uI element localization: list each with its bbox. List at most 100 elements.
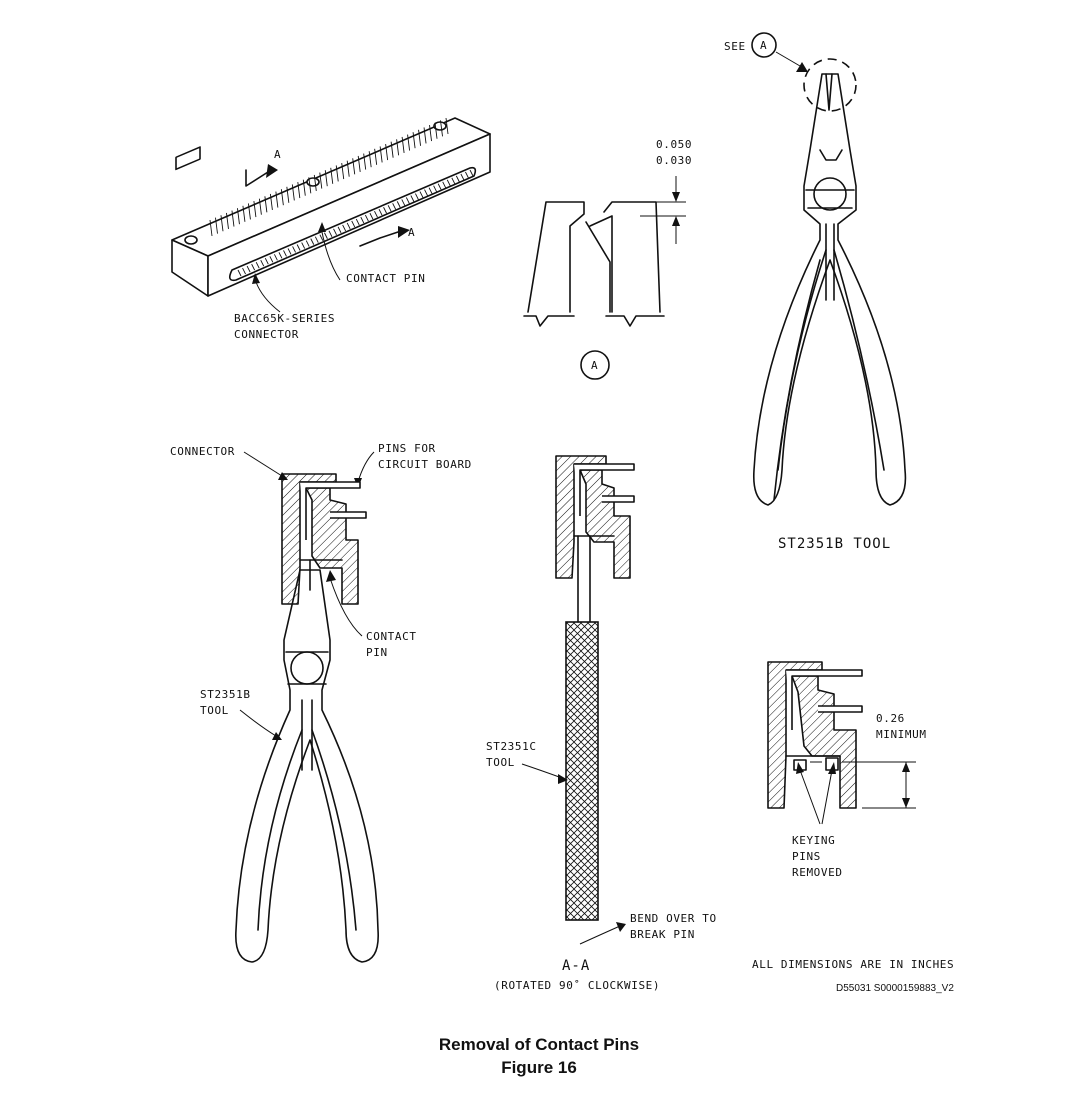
detail-a-callout-label: A — [591, 359, 598, 372]
slot-pin — [283, 250, 287, 257]
board-pin — [440, 120, 443, 137]
dimension-upper: 0.050 — [656, 138, 692, 151]
caption-figure: Figure 16 — [501, 1058, 577, 1077]
slot-pin — [305, 240, 310, 247]
board-pin — [226, 212, 229, 229]
slot-pin — [333, 228, 337, 236]
board-pin — [236, 208, 240, 225]
keying-label-line1: KEYING — [792, 834, 835, 847]
board-pin — [308, 177, 312, 194]
board-pin — [297, 181, 301, 199]
connector-isometric — [171, 117, 491, 297]
slot-pin — [237, 269, 242, 277]
dimensions-note: ALL DIMENSIONS ARE IN INCHES — [752, 958, 954, 971]
slot-pin — [392, 203, 397, 210]
connector-label: CONNECTOR — [170, 445, 235, 458]
slot-pin — [415, 193, 419, 200]
board-pin — [412, 132, 416, 149]
slot-pin — [369, 212, 374, 220]
tool-c-label-line2: TOOL — [486, 756, 515, 769]
tool-c-label-line1: ST2351C — [486, 740, 537, 753]
slot-pin — [301, 242, 306, 249]
pins-board-label-line2: CIRCUIT BOARD — [378, 458, 472, 471]
board-pin — [385, 144, 389, 161]
connector-section-left — [281, 473, 367, 605]
slot-pin — [319, 234, 324, 241]
section-title: A-A — [562, 958, 590, 974]
board-pin — [390, 141, 394, 158]
slot-pin — [396, 201, 401, 208]
pins-board-label-line1: PINS FOR — [378, 442, 436, 455]
contact-pin-left-line2: PIN — [366, 646, 388, 659]
slot-pin — [328, 230, 333, 237]
slot-pin — [314, 236, 319, 243]
detail-a-locator — [803, 58, 857, 112]
board-pin — [319, 172, 323, 189]
slot-pin — [383, 207, 387, 214]
caption-title: Removal of Contact Pins — [439, 1035, 639, 1054]
slot-pin — [264, 258, 269, 265]
board-pin — [434, 122, 438, 139]
contact-pin-label: CONTACT PIN — [346, 272, 425, 285]
slot-pin — [374, 210, 378, 218]
connector-series-label-line1: BACC65K-SERIES — [234, 312, 335, 325]
board-pin — [324, 170, 328, 187]
slot-pin — [455, 175, 460, 183]
detail-a-callout-circle — [580, 350, 610, 380]
slot-pin — [442, 181, 447, 188]
slot-pin — [351, 220, 356, 228]
section-aa-view — [555, 455, 635, 921]
slot-pin — [355, 218, 360, 226]
see-label: SEE — [724, 40, 746, 53]
board-pin — [215, 217, 218, 234]
slot-pin — [428, 187, 433, 194]
see-callout-label: A — [760, 39, 767, 52]
board-pin — [269, 193, 273, 210]
tool-top-right-label: ST2351B TOOL — [778, 536, 891, 552]
pliers-top-right — [752, 73, 907, 506]
board-pin — [374, 148, 378, 165]
bend-label-line2: BREAK PIN — [630, 928, 695, 941]
board-pin — [341, 163, 345, 180]
slot-pin — [405, 197, 410, 204]
slot-pin — [360, 216, 365, 224]
slot-pin — [246, 265, 251, 273]
board-pin — [357, 155, 361, 173]
board-pin — [363, 153, 367, 170]
board-pin — [418, 129, 422, 146]
board-pin — [379, 146, 383, 163]
slot-pin — [437, 183, 442, 190]
board-pin — [209, 219, 213, 237]
slot-pin — [364, 214, 369, 222]
board-pin — [429, 125, 432, 142]
board-pin — [302, 179, 306, 196]
slot-pin — [242, 267, 246, 275]
board-pin — [264, 196, 268, 213]
board-pin — [396, 139, 400, 156]
section-note: (ROTATED 90˚ CLOCKWISE) — [494, 979, 660, 992]
contact-pin-left-line1: CONTACT — [366, 630, 417, 643]
keying-label-line3: REMOVED — [792, 866, 843, 879]
detail-a-view — [523, 176, 686, 327]
slot-pin — [433, 185, 438, 192]
section-arrow-2 — [359, 226, 410, 247]
keying-label-line2: PINS — [792, 850, 821, 863]
slot-pin — [451, 177, 456, 185]
board-pin — [313, 174, 317, 191]
board-pin — [401, 136, 405, 154]
slot-pin — [401, 199, 406, 206]
pliers-left — [235, 569, 379, 963]
board-pin — [291, 184, 295, 201]
board-pin — [242, 205, 246, 222]
slot-pin — [292, 246, 296, 253]
slot-pin — [346, 222, 351, 230]
slot-pin — [273, 254, 278, 261]
board-pin — [220, 215, 224, 232]
board-pin — [330, 167, 334, 184]
board-pin — [352, 158, 356, 175]
slot-pin — [419, 191, 424, 198]
slot-pin — [387, 205, 392, 212]
dim-minimum-value: 0.26 — [876, 712, 905, 725]
